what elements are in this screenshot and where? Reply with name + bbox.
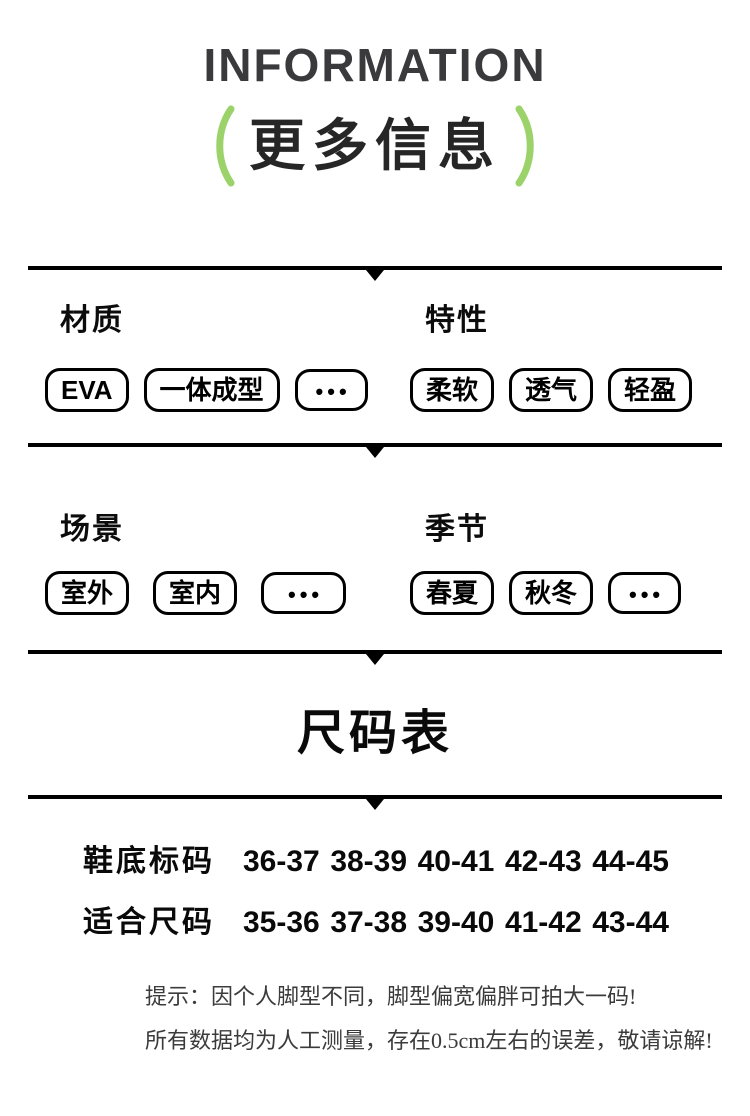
material-label: 材质 [60,304,124,337]
size-cell: 44-45 [592,845,669,878]
tag-pill: 透气 [509,368,594,412]
size-cell: 43-44 [592,906,669,939]
page-subtitle: 更多信息 [28,104,722,188]
material-section: 材质 EVA 一体成型 ••• [28,304,375,412]
tag-pill: 一体成型 [143,368,280,412]
size-cell: 35-36 [243,906,320,939]
attributes-row-material-features: 材质 EVA 一体成型 ••• 特性 柔软 透气 轻盈 [28,304,722,412]
tip-line-1: 提示：因个人脚型不同，脚型偏宽偏胖可拍大一码! [145,984,637,1009]
more-tags-pill: ••• [608,572,682,614]
size-chart-title: 尺码表 [296,707,453,760]
season-tags: 春夏 秋冬 ••• [410,571,722,615]
tip-line-2: 所有数据均为人工测量，存在0.5cm左右的误差，敬请谅解! [145,1028,713,1053]
arrow-down-icon [366,799,384,810]
scene-label: 场景 [60,513,124,546]
tag-pill: 室内 [153,571,238,615]
left-paren-stroke [216,105,235,187]
season-label: 季节 [425,513,489,546]
arrow-down-icon [366,270,384,281]
season-section: 季节 春夏 秋冬 ••• [375,513,722,615]
features-label: 特性 [425,304,489,337]
section-divider [28,795,722,810]
section-divider [28,266,722,281]
scene-section: 场景 室外 室内 ••• [28,513,375,615]
page-subtitle-text: 更多信息 [249,114,501,177]
features-tags: 柔软 透气 轻盈 [410,368,722,412]
scene-tags: 室外 室内 ••• [45,571,375,615]
product-info-panel: INFORMATION 更多信息 材质 EVA 一体成型 ••• 特性 柔软 透… [28,39,722,1063]
page-title: INFORMATION [203,39,547,91]
row-label: 鞋底标码 [83,845,215,878]
size-table: 鞋底标码 36-37 38-39 40-41 42-43 44-45 适合尺码 … [28,845,722,939]
material-tags: EVA 一体成型 ••• [45,368,375,412]
row-values: 35-36 37-38 39-40 41-42 43-44 [243,906,669,939]
features-section: 特性 柔软 透气 轻盈 [375,304,722,412]
more-tags-pill: ••• [294,369,368,411]
more-tags-pill: ••• [261,572,347,614]
size-cell: 37-38 [330,906,408,939]
row-label: 适合尺码 [83,906,215,939]
table-row-sole-size: 鞋底标码 36-37 38-39 40-41 42-43 44-45 [83,845,669,878]
size-cell: 38-39 [330,845,408,878]
left-paren-icon [216,105,235,187]
attributes-row-scene-season: 场景 室外 室内 ••• 季节 春夏 秋冬 ••• [28,513,722,615]
size-cell: 36-37 [243,845,320,878]
row-values: 36-37 38-39 40-41 42-43 44-45 [243,845,669,878]
tag-pill: 轻盈 [608,368,693,412]
tag-pill: EVA [45,368,129,412]
arrow-down-icon [366,447,384,458]
arrow-down-icon [366,654,384,665]
size-cell: 39-40 [417,906,495,939]
tag-pill: 秋冬 [509,571,594,615]
table-row-fit-size: 适合尺码 35-36 37-38 39-40 41-42 43-44 [83,906,669,939]
right-paren-stroke [515,105,534,187]
size-tips: 提示：因个人脚型不同，脚型偏宽偏胖可拍大一码! 所有数据均为人工测量，存在0.5… [145,975,722,1063]
size-cell: 40-41 [417,845,495,878]
section-divider [28,650,722,665]
size-cell: 41-42 [504,906,582,939]
tag-pill: 柔软 [410,368,495,412]
tag-pill: 室外 [45,571,130,615]
right-paren-icon [515,105,534,187]
tag-pill: 春夏 [410,571,495,615]
size-cell: 42-43 [504,845,582,878]
section-divider [28,443,722,458]
